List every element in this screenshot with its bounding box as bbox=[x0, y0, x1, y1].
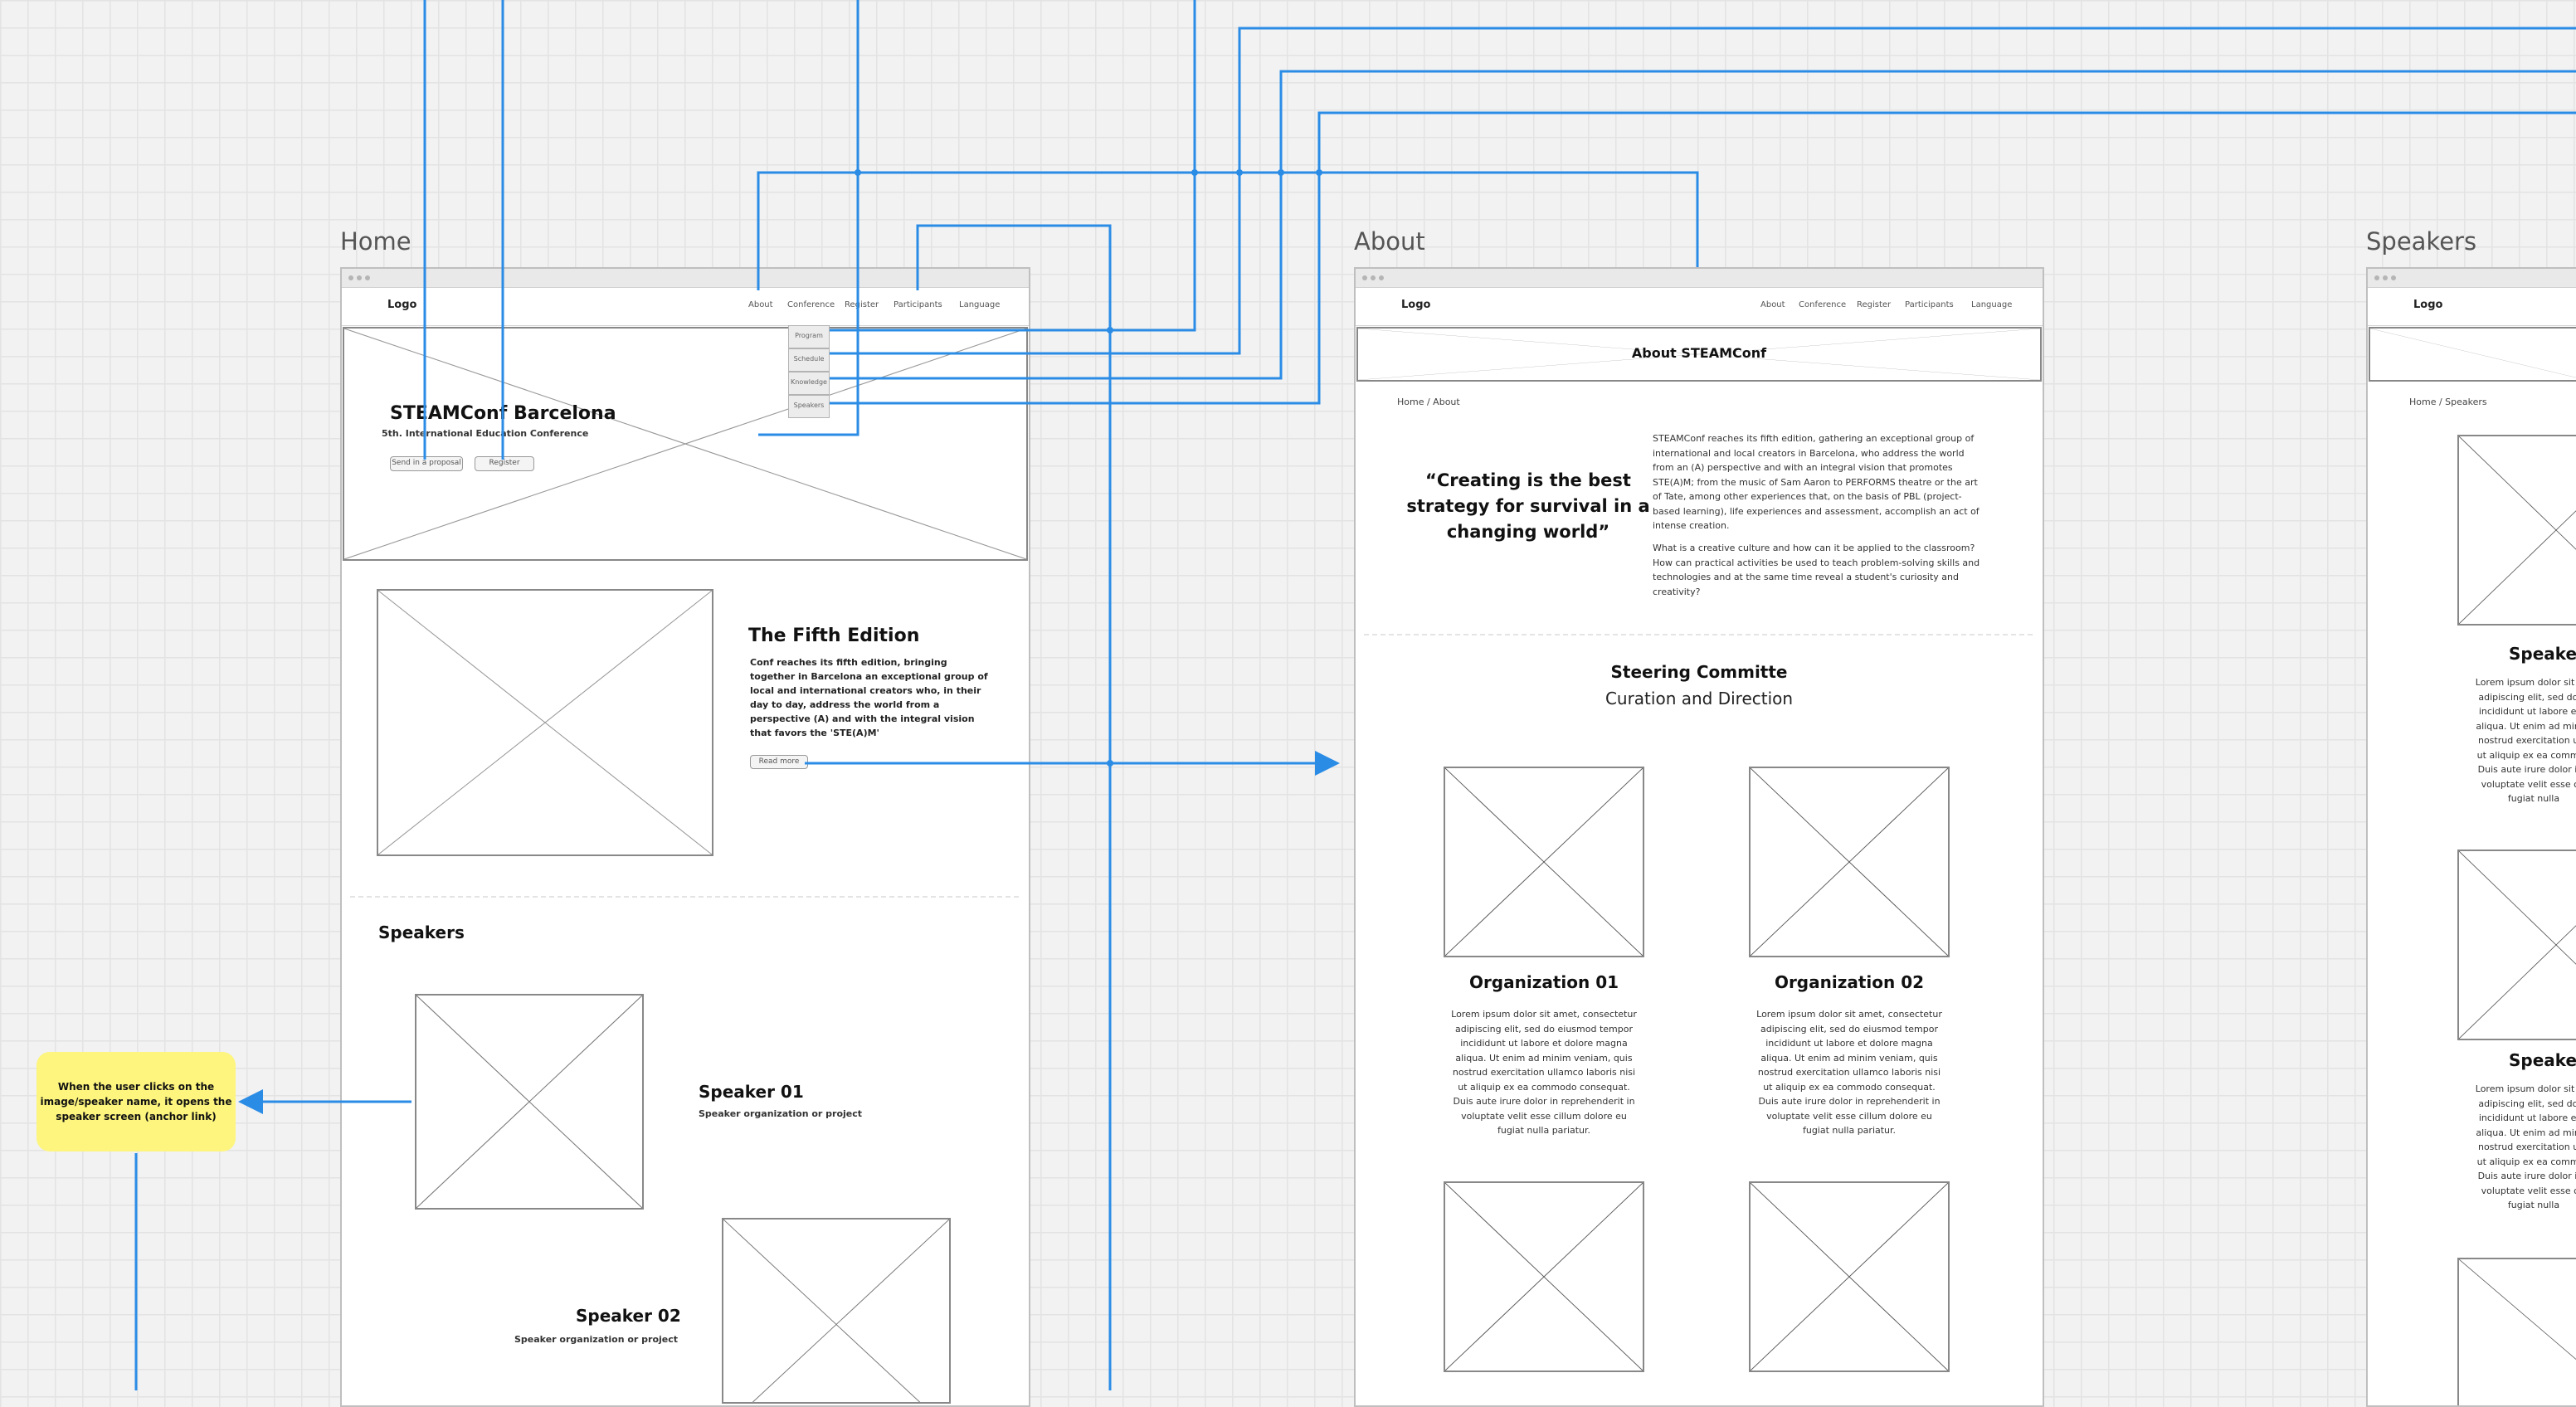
speaker-b-image bbox=[2457, 850, 2576, 1040]
about-questions-text: What is a creative culture and how can i… bbox=[1653, 543, 1980, 597]
breadcrumb[interactable]: Home / Speakers bbox=[2409, 397, 2487, 407]
speakers-navbar: Logo bbox=[2368, 287, 2576, 326]
nav-conference[interactable]: Conference bbox=[787, 300, 835, 309]
hero-image-placeholder bbox=[343, 327, 1028, 561]
speaker-a-image bbox=[2457, 435, 2576, 626]
speakers-banner-placeholder bbox=[2369, 327, 2576, 382]
frame-title-about: About bbox=[1354, 227, 1425, 256]
logo[interactable]: Logo bbox=[387, 299, 417, 311]
org-03-image bbox=[1444, 1181, 1644, 1372]
send-proposal-button[interactable]: Send in a proposal bbox=[390, 456, 463, 471]
section-divider bbox=[1364, 634, 2033, 635]
speaker-02-org: Speaker organization or project bbox=[514, 1334, 679, 1345]
home-frame: Logo About Conference Register Participa… bbox=[340, 267, 1030, 1407]
org-02-image bbox=[1749, 767, 1950, 957]
submenu-program[interactable]: Program bbox=[788, 325, 830, 348]
about-navbar: Logo About Conference Register Participa… bbox=[1356, 287, 2043, 326]
speaker-01-name[interactable]: Speaker 01 bbox=[699, 1082, 804, 1102]
window-chrome bbox=[342, 269, 1029, 288]
edition-title: The Fifth Edition bbox=[748, 626, 920, 646]
speaker-c-image bbox=[2457, 1258, 2576, 1405]
frame-title-home: Home bbox=[340, 227, 411, 256]
committee-subtitle: Curation and Direction bbox=[1605, 689, 1794, 708]
edition-text: Conf reaches its fifth edition, bringing… bbox=[750, 657, 988, 738]
submenu-speakers[interactable]: Speakers bbox=[788, 395, 830, 418]
window-chrome bbox=[2368, 269, 2576, 288]
org-02-name: Organization 02 bbox=[1774, 972, 1925, 992]
nav-about[interactable]: About bbox=[748, 300, 773, 309]
about-intro-text: STEAMConf reaches its fifth edition, gat… bbox=[1653, 433, 1979, 531]
nav-register[interactable]: Register bbox=[845, 300, 879, 309]
speaker-b-name: Speake bbox=[2509, 1050, 2576, 1070]
speakers-heading: Speakers bbox=[378, 923, 465, 942]
nav-register[interactable]: Register bbox=[1857, 300, 1892, 309]
register-button[interactable]: Register bbox=[475, 456, 534, 471]
org-01-image bbox=[1444, 767, 1644, 957]
read-more-button[interactable]: Read more bbox=[750, 755, 808, 769]
submenu-schedule[interactable]: Schedule bbox=[788, 348, 830, 372]
nav-participants[interactable]: Participants bbox=[894, 300, 942, 309]
submenu-knowledge[interactable]: Knowledge bbox=[788, 372, 830, 395]
speaker-a-name: Speake bbox=[2509, 644, 2576, 664]
nav-language[interactable]: Language bbox=[959, 300, 1001, 309]
sticky-note: When the user clicks on the image/speake… bbox=[37, 1052, 236, 1151]
hero-subtitle: 5th. International Education Conference bbox=[382, 428, 589, 439]
nav-language[interactable]: Language bbox=[1971, 300, 2013, 309]
section-divider bbox=[350, 896, 1019, 898]
about-frame: Logo About Conference Register Participa… bbox=[1354, 267, 2044, 1407]
org-04-image bbox=[1749, 1181, 1950, 1372]
speaker-a-text: Lorem ipsum dolor sit amadipiscing elit,… bbox=[2475, 677, 2576, 804]
edition-image-placeholder bbox=[377, 589, 713, 856]
logo[interactable]: Logo bbox=[1401, 299, 1431, 311]
committee-title: Steering Committe bbox=[1610, 662, 1788, 682]
speaker-b-text: Lorem ipsum dolor sit amadipiscing elit,… bbox=[2475, 1083, 2576, 1210]
about-banner-title: About STEAMConf bbox=[1631, 345, 1767, 361]
speakers-frame: Logo Home / Speakers Speake Lorem ipsum … bbox=[2366, 267, 2576, 1407]
speaker-01-image[interactable] bbox=[415, 994, 644, 1210]
nav-conference[interactable]: Conference bbox=[1799, 300, 1847, 309]
nav-participants[interactable]: Participants bbox=[1905, 300, 1954, 309]
speaker-02-image[interactable] bbox=[722, 1218, 951, 1404]
frame-title-speakers: Speakers bbox=[2366, 227, 2477, 256]
hero-title: STEAMConf Barcelona bbox=[390, 403, 616, 424]
about-quote: “Creating is the best strategy for survi… bbox=[1406, 470, 1650, 542]
home-navbar: Logo About Conference Register Participa… bbox=[342, 287, 1029, 326]
speaker-01-org: Speaker organization or project bbox=[699, 1108, 863, 1119]
nav-about[interactable]: About bbox=[1760, 300, 1785, 309]
window-chrome bbox=[1356, 269, 2043, 288]
speaker-02-name[interactable]: Speaker 02 bbox=[576, 1306, 681, 1326]
breadcrumb[interactable]: Home / About bbox=[1397, 397, 1460, 407]
logo[interactable]: Logo bbox=[2413, 299, 2443, 311]
org-01-name: Organization 01 bbox=[1468, 972, 1619, 992]
